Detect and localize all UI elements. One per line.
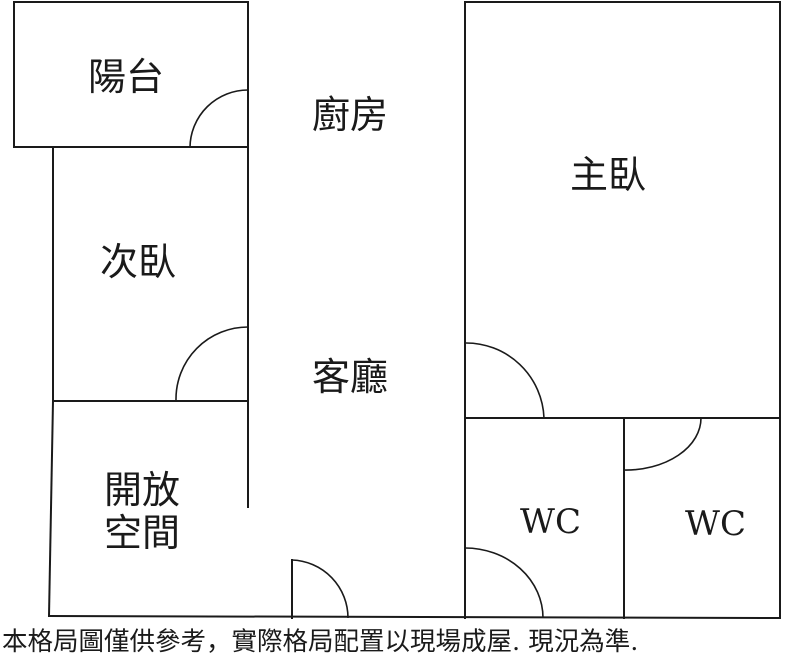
label-balcony: 陽台 (88, 55, 164, 99)
walls (13, 1, 782, 620)
wall-open-space-left (47, 399, 55, 618)
label-wc-right: WC (685, 504, 746, 544)
label-wc-left: WC (520, 502, 581, 542)
door-entrance-swing (291, 559, 349, 619)
door-wc-left-swing (464, 547, 544, 619)
door-master-bedroom-swing (464, 342, 545, 419)
door-second-bedroom-swing (175, 326, 249, 401)
wall-floor-bottom (47, 614, 782, 620)
label-master-bedroom: 主臥 (570, 153, 646, 197)
label-open-space-line2: 空間 (104, 511, 180, 555)
doors (175, 89, 702, 619)
label-kitchen: 廚房 (312, 93, 388, 137)
label-open-space-line1: 開放 (104, 468, 180, 512)
disclaimer-text: 本格局圖僅供參考，實際格局配置以現場成屋. 現況為準. (2, 627, 639, 657)
label-second-bedroom: 次臥 (100, 240, 176, 284)
door-wc-right-swing (623, 417, 702, 471)
door-balcony-swing (189, 89, 249, 148)
label-living-room: 客廳 (312, 355, 388, 399)
room-labels: 陽台 廚房 主臥 次臥 客廳 開放 空間 WC WC (88, 55, 746, 555)
